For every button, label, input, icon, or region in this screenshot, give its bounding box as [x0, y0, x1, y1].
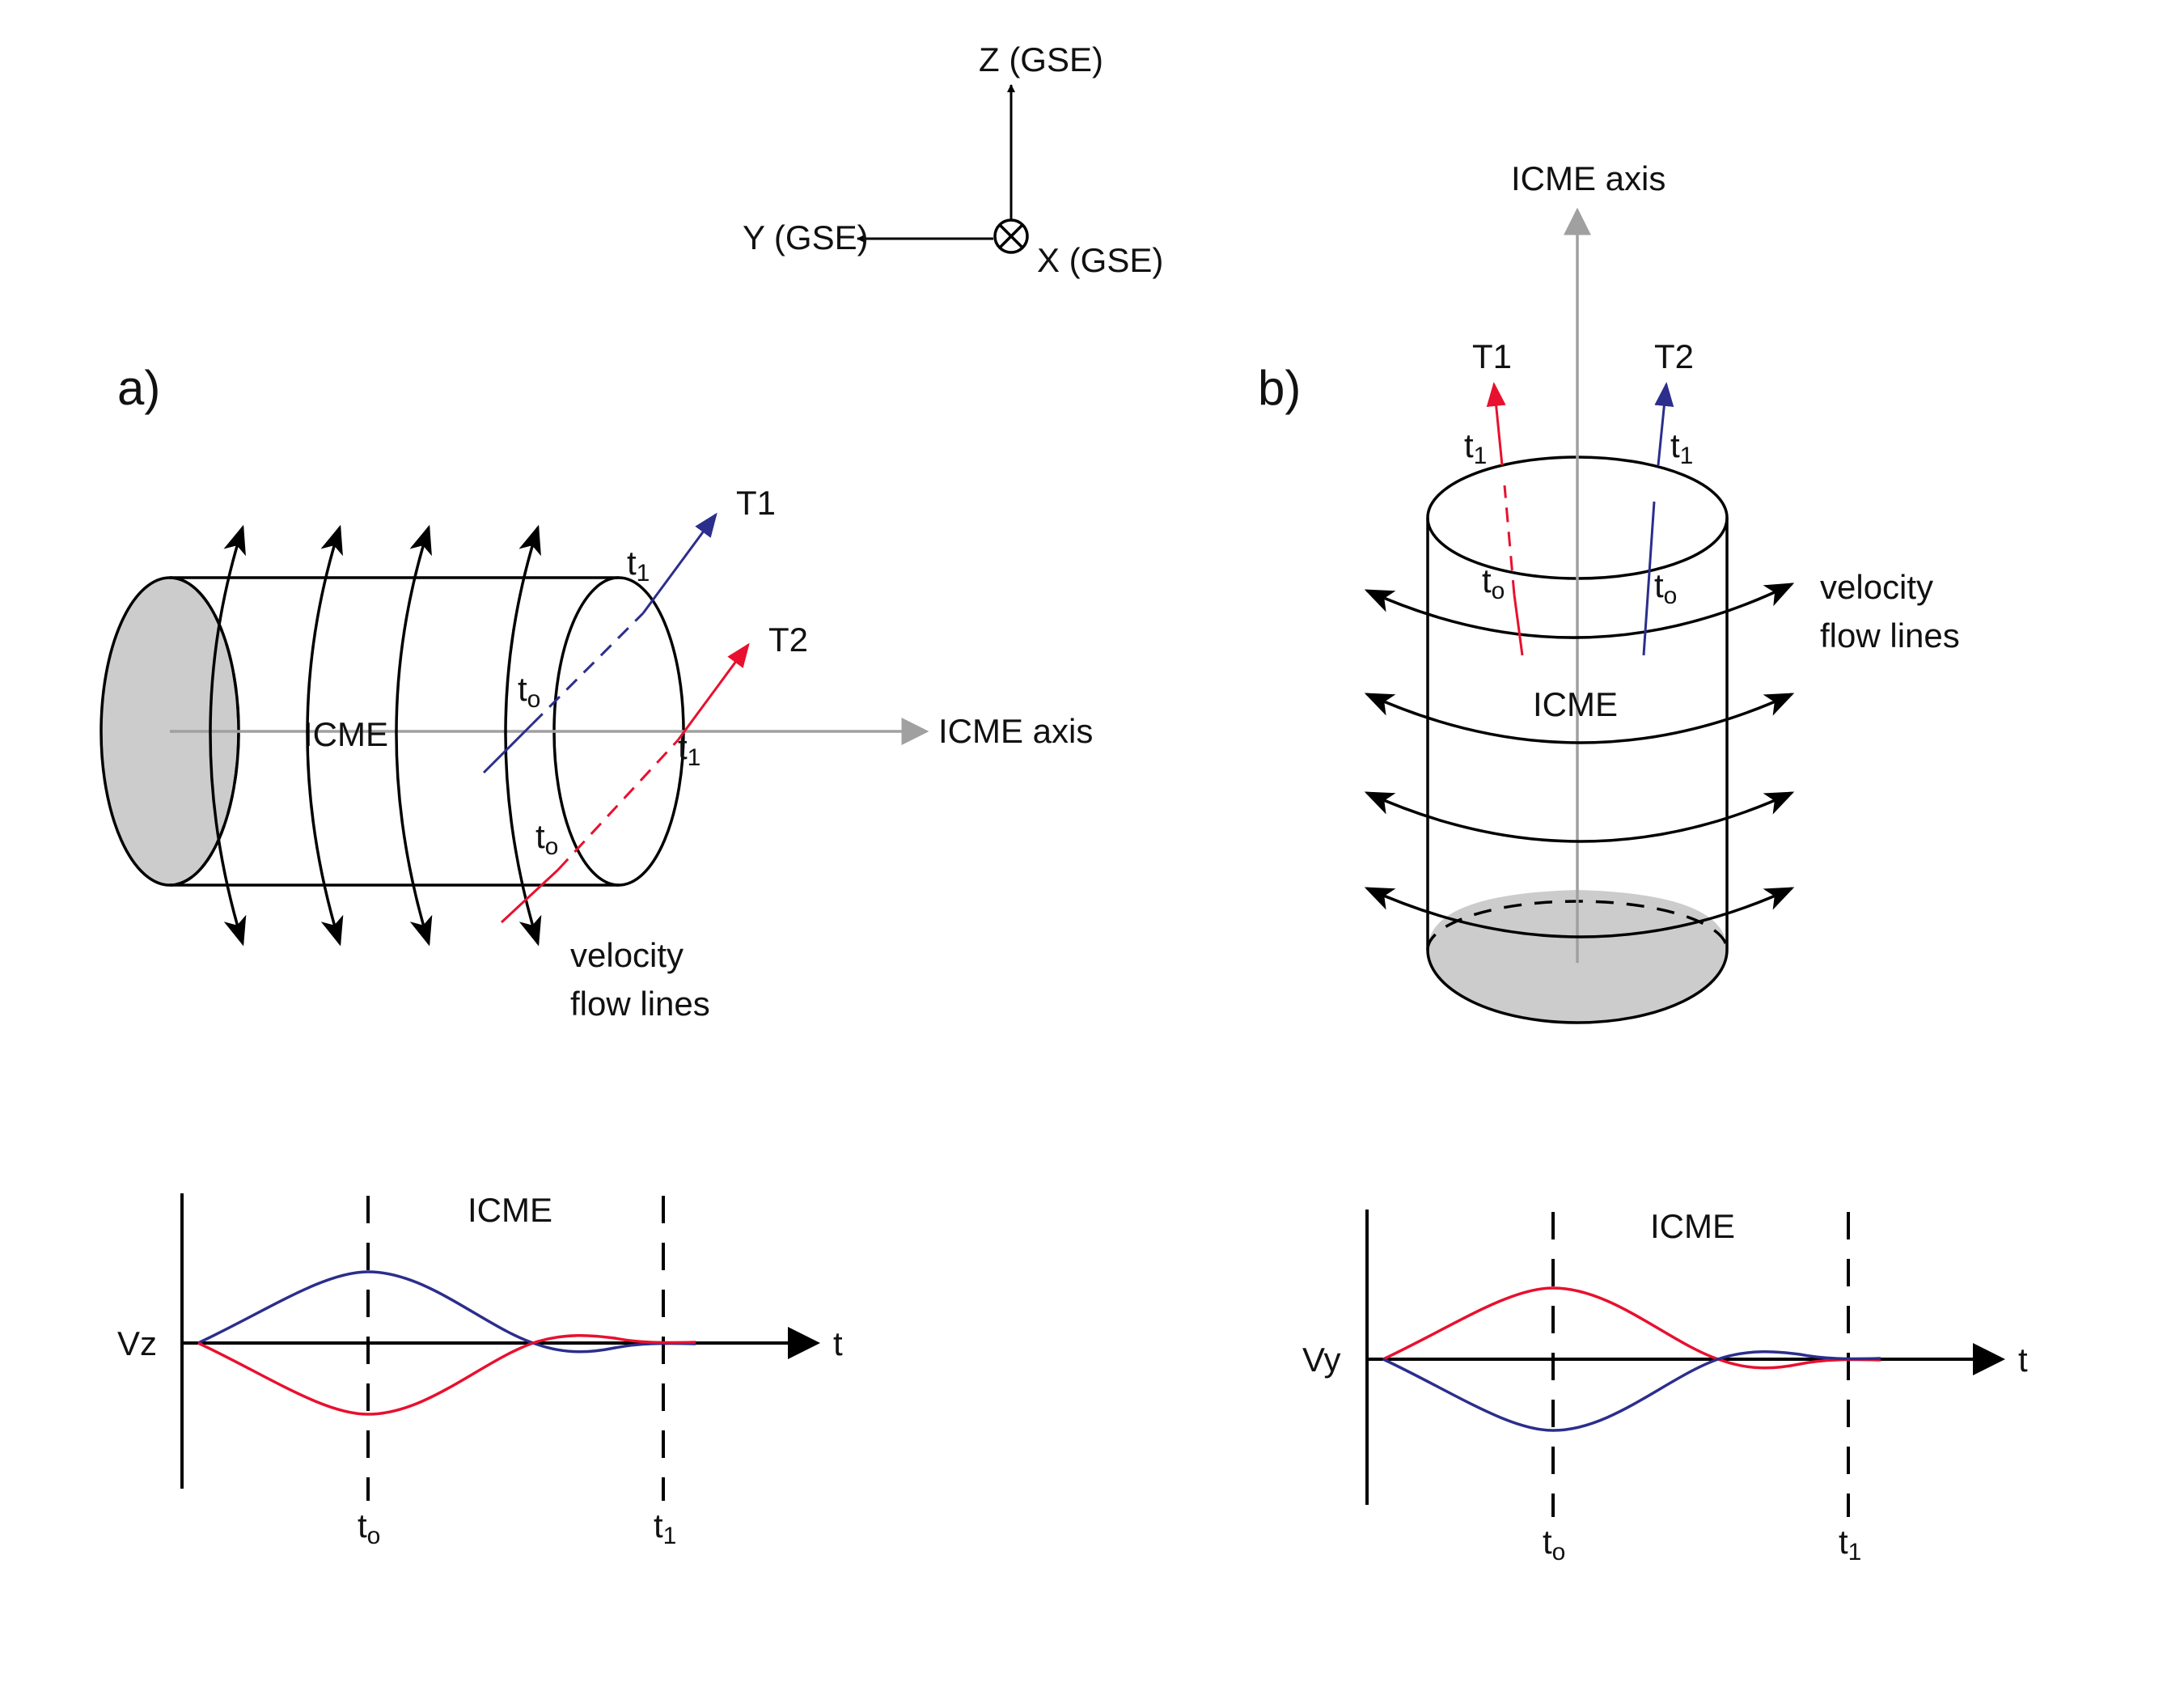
- plot-a-title: ICME: [468, 1191, 552, 1229]
- x-axis-label: X (GSE): [1037, 241, 1163, 279]
- trajectory-a-t1-label: T1: [736, 484, 776, 522]
- trajectory-b-t2-inner: [1642, 501, 1656, 656]
- time-a-t0-bottom: to: [535, 817, 558, 860]
- time-a-t1-top: t1: [627, 544, 650, 587]
- icme-axis-b-label: ICME axis: [1511, 159, 1666, 197]
- trajectory-a-t2-hidden: [557, 739, 679, 871]
- time-b-t1-right: t1: [1670, 426, 1693, 469]
- flow-line-b-1: [1364, 583, 1795, 639]
- plot-b-t1-label: t1: [1839, 1523, 1861, 1566]
- time-a-t0-top: to: [518, 670, 540, 713]
- plot-a: Vz t ICME to t1: [117, 1191, 843, 1549]
- plot-b-title: ICME: [1650, 1207, 1735, 1245]
- trajectory-a-t2-inner: [500, 868, 560, 924]
- flow-line-a-1: [209, 524, 247, 947]
- y-axis-label: Y (GSE): [743, 218, 869, 256]
- trajectory-a-t1-outer: [641, 512, 717, 614]
- trajectory-b-t1-outer: [1486, 382, 1506, 466]
- cylinder-b-bottom-front: [1426, 949, 1729, 1024]
- coordinate-system: Z (GSE) Y (GSE) X (GSE): [743, 40, 1163, 279]
- plot-b-xlabel: t: [2018, 1341, 2028, 1379]
- icme-axis-a-label: ICME axis: [938, 712, 1093, 750]
- panel-a-letter: a): [117, 361, 160, 415]
- z-axis-label: Z (GSE): [979, 40, 1103, 78]
- flow-lines-a-label-1: velocity: [570, 936, 684, 974]
- flow-line-b-2: [1364, 693, 1795, 744]
- trajectory-b-t1-label: T1: [1472, 337, 1512, 375]
- trajectory-a-t2-outer: [676, 642, 750, 741]
- trajectory-b-t2-outer: [1654, 382, 1674, 466]
- trajectory-a-t1-hidden: [531, 612, 645, 726]
- x-axis-into-page-icon: [993, 218, 1029, 254]
- panel-b-letter: b): [1258, 361, 1301, 415]
- trajectory-b-t1-hidden: [1503, 485, 1516, 595]
- panel-b: b) ICME axis ICME T1 t1 to T2 t1 to ve: [1258, 159, 1960, 1024]
- plot-a-ylabel: Vz: [117, 1324, 157, 1362]
- flow-line-a-4: [504, 524, 542, 947]
- plot-a-xlabel: t: [833, 1324, 843, 1362]
- plot-b-ylabel: Vy: [1302, 1341, 1340, 1379]
- plot-b: Vy t ICME to t1: [1302, 1207, 2028, 1566]
- flow-lines-b-label-1: velocity: [1820, 568, 1933, 606]
- cylinder-a-cap-hidden-edge: [169, 576, 240, 887]
- plot-a-t1-label: t1: [654, 1506, 676, 1549]
- time-b-t0-left: to: [1482, 561, 1505, 604]
- x-axis-cross-2: [998, 223, 1024, 249]
- flow-lines-a-label-2: flow lines: [570, 985, 710, 1023]
- time-a-t1-bottom: t1: [678, 728, 700, 771]
- time-b-t0-right: to: [1654, 566, 1677, 609]
- plot-a-blue-curve: [197, 1270, 696, 1354]
- panel-a: a) ICME axis ICME T1 t1 to T2 t1 to velo…: [99, 361, 1093, 1023]
- flow-line-b-3: [1364, 791, 1795, 843]
- plot-b-red-curve: [1382, 1286, 1881, 1370]
- flow-line-b-4: [1364, 887, 1795, 938]
- trajectory-b-t2-label: T2: [1654, 337, 1694, 375]
- flow-lines-b-label-2: flow lines: [1820, 616, 1960, 655]
- plot-b-blue-curve: [1382, 1350, 1881, 1432]
- icme-label-a: ICME: [303, 715, 388, 753]
- trajectory-a-t2-label: T2: [768, 621, 808, 659]
- trajectory-b-t1-inner: [1513, 594, 1524, 656]
- flow-line-a-2: [306, 524, 344, 947]
- plot-a-t0-label: to: [358, 1506, 380, 1549]
- icme-label-b: ICME: [1533, 685, 1618, 723]
- time-b-t1-left: t1: [1464, 426, 1487, 469]
- flow-line-a-3: [395, 524, 433, 947]
- plot-a-red-curve: [197, 1334, 696, 1416]
- plot-b-t0-label: to: [1543, 1523, 1565, 1566]
- trajectory-a-t1-inner: [482, 722, 534, 774]
